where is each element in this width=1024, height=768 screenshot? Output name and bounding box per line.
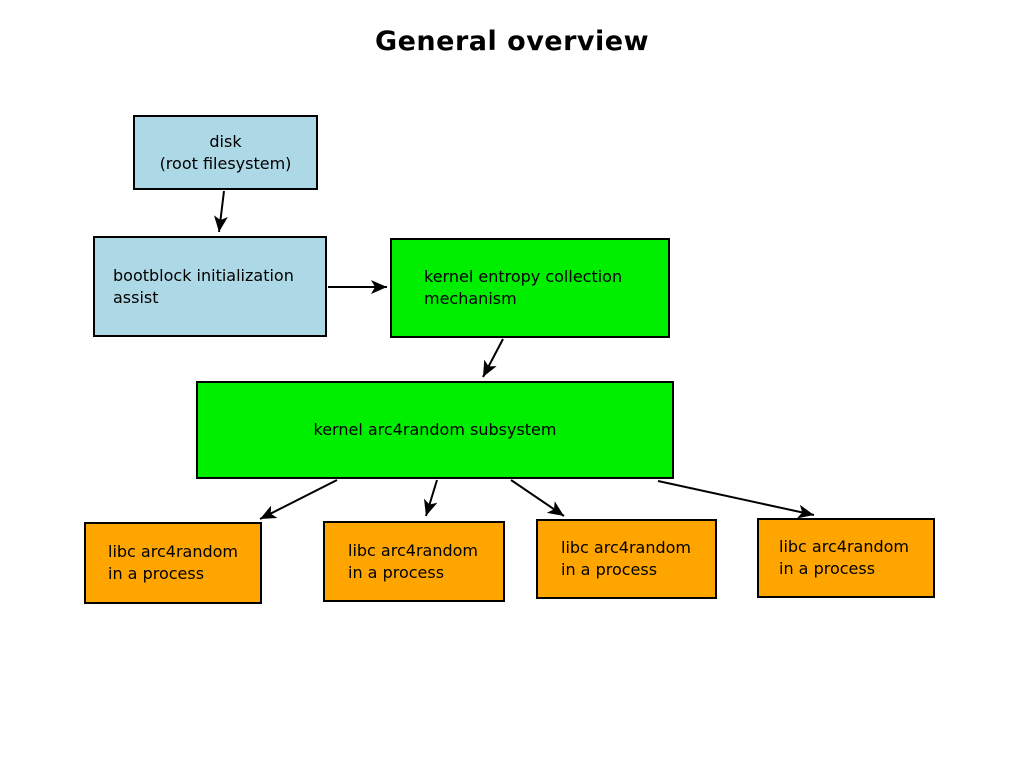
node-libc-arc4random-4: libc arc4random in a process bbox=[757, 518, 935, 598]
arrow-subsystem-to-libc2 bbox=[423, 479, 438, 517]
arrow-disk-to-bootblock bbox=[213, 190, 228, 233]
node-bootblock-line2: assist bbox=[113, 287, 159, 307]
arrow-subsystem-to-libc4 bbox=[657, 480, 815, 519]
node-libc-arc4random-1: libc arc4random in a process bbox=[84, 522, 262, 604]
arrow-subsystem-to-libc3 bbox=[510, 479, 565, 517]
node-disk-line1: disk bbox=[209, 131, 242, 151]
diagram-title: General overview bbox=[374, 26, 650, 57]
arrow-entropy-to-subsystem bbox=[482, 338, 504, 378]
node-bootblock-initialization-assist: bootblock initialization assist bbox=[93, 236, 327, 337]
node-libc-arc4random-2: libc arc4random in a process bbox=[323, 521, 505, 602]
node-kernel-entropy-collection: kernel entropy collection mechanism bbox=[390, 238, 670, 338]
node-libc-arc4random-3: libc arc4random in a process bbox=[536, 519, 717, 599]
node-kernel-arc4random-subsystem: kernel arc4random subsystem bbox=[196, 381, 674, 479]
node-libc4-line2: in a process bbox=[779, 559, 876, 578]
node-entropy-line2: mechanism bbox=[424, 289, 517, 308]
node-disk-line2: (root filesystem) bbox=[159, 153, 292, 173]
node-libc1-line2: in a process bbox=[108, 564, 205, 583]
arrow-subsystem-to-libc1 bbox=[259, 479, 338, 520]
node-disk: disk (root filesystem) bbox=[133, 115, 318, 190]
node-libc3-line2: in a process bbox=[561, 560, 658, 579]
node-libc4-line1: libc arc4random bbox=[779, 537, 909, 556]
node-entropy-line1: kernel entropy collection bbox=[424, 267, 623, 286]
node-libc3-line1: libc arc4random bbox=[561, 538, 691, 557]
node-libc1-line1: libc arc4random bbox=[108, 542, 238, 561]
node-subsystem-line1: kernel arc4random subsystem bbox=[313, 420, 557, 439]
node-libc2-line2: in a process bbox=[348, 562, 445, 582]
node-libc2-line1: libc arc4random bbox=[348, 540, 478, 560]
node-bootblock-line1: bootblock initialization bbox=[113, 265, 294, 285]
